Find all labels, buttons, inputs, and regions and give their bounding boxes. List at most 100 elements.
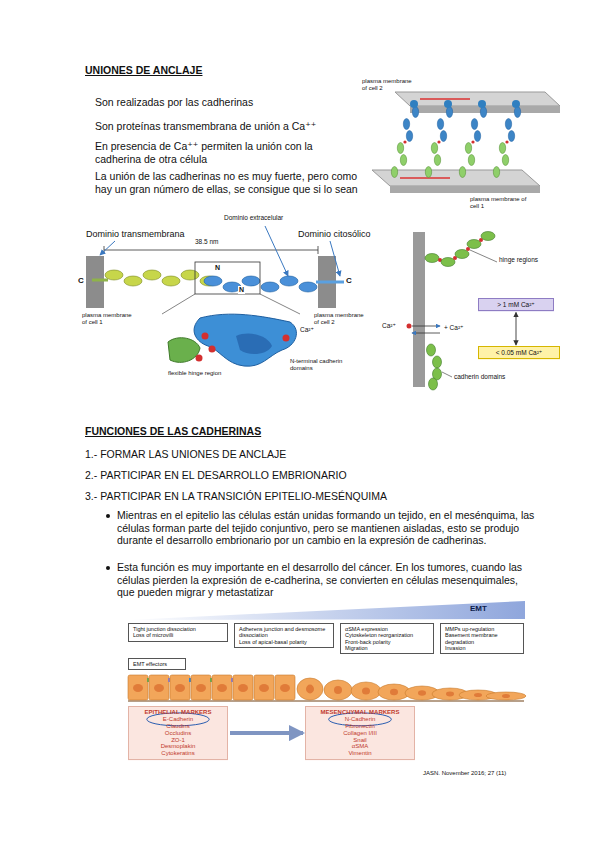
calcium-ion — [196, 355, 203, 362]
box-text: Front-back polarity — [345, 639, 429, 645]
epithelial-cell — [275, 675, 295, 700]
mesenchymal-cell — [324, 680, 352, 700]
nucleus — [280, 684, 290, 692]
leader-line — [330, 241, 340, 276]
cadherin-domain — [236, 334, 272, 354]
tail — [316, 281, 344, 284]
cadherin-domain — [499, 143, 505, 154]
cadherin-domain — [425, 254, 439, 263]
condition-box: > 1 mM Ca²⁺ — [478, 298, 554, 311]
cadherin-domain — [429, 378, 438, 390]
cadherin-domain — [434, 155, 440, 166]
leader-line — [100, 241, 115, 255]
red-arrow — [420, 98, 470, 100]
box-fill — [478, 346, 560, 359]
figure-label: plasma membrane of cell 1 — [82, 312, 137, 326]
equilibrium-arrow — [412, 333, 440, 334]
box-text: αSMA expression — [345, 626, 429, 632]
nucleus — [362, 687, 370, 694]
nucleus — [175, 684, 185, 692]
box-text: Basement membrane degradation — [445, 632, 519, 645]
body-text: Son proteínas transmembrana de unión a C… — [95, 120, 365, 133]
cadherin-domain — [474, 131, 480, 142]
figure-label: Ca²⁺ — [382, 322, 410, 330]
epithelial-cell — [170, 675, 190, 700]
cadherin-domain — [261, 282, 279, 292]
dimension-label: 38.5 nm — [194, 238, 220, 246]
list-item: 2.- PARTICIPAR EN EL DESARROLLO EMBRIONA… — [85, 469, 505, 482]
membrane-plate — [390, 186, 540, 193]
nucleus — [154, 684, 164, 692]
cadherin-domain — [204, 276, 222, 286]
nucleus — [238, 684, 248, 692]
cadherin-domain — [105, 270, 123, 280]
bullet-text: Esta función es muy importante en el des… — [117, 561, 537, 599]
calcium-ion — [202, 333, 209, 340]
figure-label: Dominio transmembrana — [86, 229, 206, 240]
red-arrow — [400, 177, 450, 179]
cadherin-domain — [406, 131, 412, 142]
leader-line — [442, 372, 452, 377]
figure-label: Dominio extracelular — [224, 214, 314, 222]
box-fill — [234, 623, 334, 648]
box-text: Cytoskeleton reorganization — [345, 632, 429, 638]
cells — [128, 675, 526, 700]
box-fill — [128, 706, 228, 760]
cadherin-domain — [124, 276, 142, 286]
marker-item: Claudins — [160, 723, 195, 730]
cadherin-domain — [242, 276, 260, 286]
membrane-plate — [395, 92, 560, 106]
cadherin-domain — [465, 143, 471, 154]
box-fill — [305, 706, 415, 760]
figure-label: hinge regions — [499, 256, 559, 264]
cadherin-domain — [502, 155, 508, 166]
cadherin-domain — [427, 344, 436, 356]
box-text: Adherens junction and desmosome dissocia… — [239, 626, 329, 639]
cadherin-domain — [400, 155, 406, 166]
zoom-line — [162, 294, 195, 314]
cadherin-domain — [493, 167, 499, 178]
cadherin-head — [410, 100, 418, 108]
leader-line — [470, 250, 497, 262]
cadherin-domain — [480, 107, 486, 118]
cadherin-domain — [397, 143, 403, 154]
cadherin-domain — [471, 119, 477, 130]
box-fill — [128, 658, 186, 670]
cadherin-domain — [391, 167, 397, 178]
zoom-line — [260, 294, 300, 314]
figure-label: Ca²⁺ — [300, 326, 330, 334]
cadherin-structure — [86, 226, 344, 366]
calcium-ion — [437, 140, 440, 143]
cadherin-domain — [412, 107, 418, 118]
epithelial-cell — [254, 675, 274, 700]
page-heading: UNIONES DE ANCLAJE — [85, 64, 202, 77]
emt-wedge — [128, 601, 525, 620]
cadherin-domain — [455, 250, 469, 259]
epithelial-cell — [212, 675, 232, 700]
epithelial-cell — [149, 675, 169, 700]
nucleus — [259, 684, 269, 692]
cadherin-domain — [505, 119, 511, 130]
nucleus — [196, 684, 206, 692]
cadherin-head — [444, 100, 452, 108]
figure-label: plasma membrane of cell 2 — [362, 78, 414, 92]
nucleus — [390, 689, 398, 695]
cadherin-head — [478, 100, 486, 108]
cadherin-domain — [181, 270, 199, 280]
marker-item: Desmoplakin — [155, 743, 202, 750]
band-label: EMT — [470, 604, 510, 614]
terminus-label: N — [238, 286, 245, 294]
calcium-ion — [505, 140, 508, 143]
nucleus — [217, 684, 227, 692]
cadherin-domain — [467, 240, 481, 249]
list-item: 1.- FORMAR LAS UNIONES DE ANCLAJE — [85, 448, 505, 461]
marker-item: E-Cadherin — [157, 716, 199, 723]
cadherin-domain — [459, 167, 465, 178]
cadherin-domain — [280, 276, 298, 286]
cadherin-domain — [440, 131, 446, 142]
equilibrium-arrow — [412, 326, 440, 327]
epithelial-cell — [128, 675, 148, 700]
cadherin-domain — [468, 155, 474, 166]
box-text: > 1 mM Ca²⁺ — [483, 301, 549, 308]
process-box: αSMA expressionCytoskeleton reorganizati… — [340, 623, 434, 654]
